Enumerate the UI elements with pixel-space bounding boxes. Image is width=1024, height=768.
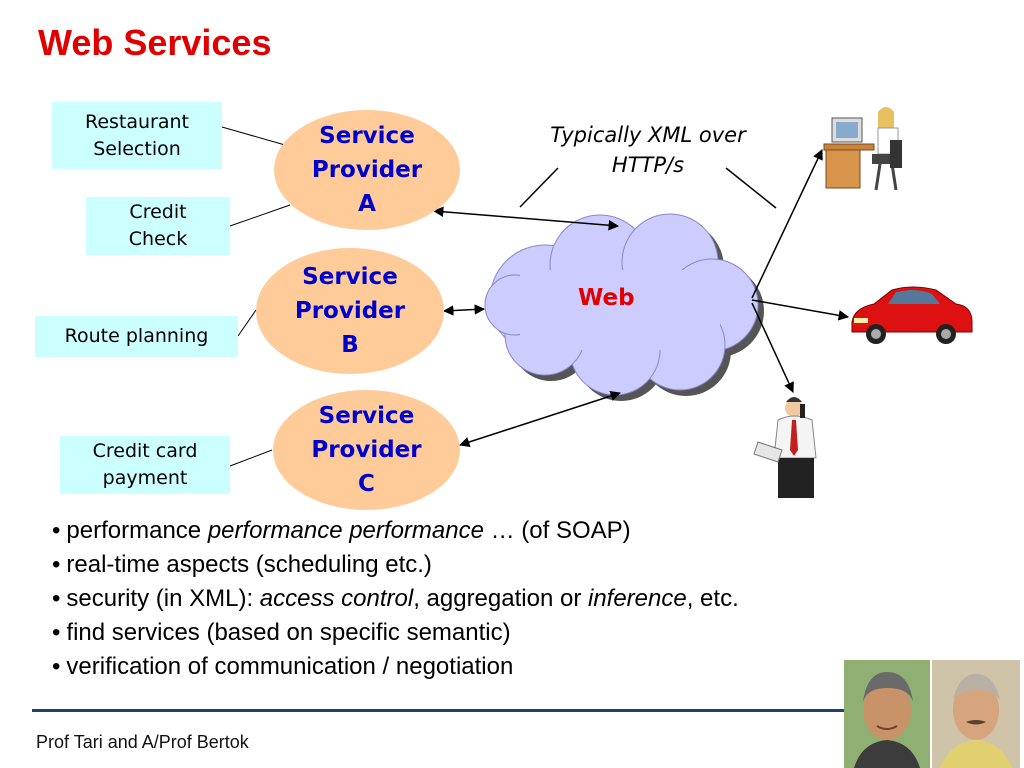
web-label: Web <box>578 285 635 311</box>
bullet-real-time: real-time aspects (scheduling etc.) <box>52 548 739 582</box>
credit-check-box: Credit Check <box>86 197 230 255</box>
route-planning-box: Route planning <box>35 316 238 357</box>
professor-photo-1 <box>844 660 930 768</box>
bullet-list: performance performance performance … (o… <box>52 514 739 684</box>
bullet-security: security (in XML): access control, aggre… <box>52 582 738 616</box>
xml-note-line-left <box>519 167 559 208</box>
arrow-web-phone <box>751 302 794 393</box>
footer-authors: Prof Tari and A/Prof Bertok <box>36 732 249 752</box>
connector-restaurant <box>221 126 286 146</box>
service-provider-a: Service Provider A <box>274 110 460 230</box>
connector-credit-check <box>229 204 291 227</box>
bullet-performance: performance performance performance … (o… <box>52 514 739 548</box>
footer-divider <box>32 709 844 712</box>
bullet-find-services: find services (based on specific semanti… <box>52 616 739 650</box>
arrow-provider-a-web <box>432 206 620 231</box>
man-on-phone-icon <box>753 397 817 498</box>
bullet-verification: verification of communication / negotiat… <box>52 650 739 684</box>
restaurant-selection-box: Restaurant Selection <box>52 102 222 169</box>
arrow-provider-b-web <box>442 304 486 316</box>
connector-route <box>237 309 257 337</box>
xml-http-note: Typically XML over HTTP/s <box>550 123 746 177</box>
service-provider-c: Service Provider C <box>273 390 460 510</box>
arrow-provider-c-web <box>459 390 621 448</box>
connector-credit-card <box>229 449 273 467</box>
credit-card-payment-box: Credit card payment <box>60 436 230 494</box>
service-provider-b: Service Provider B <box>256 248 444 374</box>
arrow-web-office <box>751 149 823 299</box>
arrow-web-car <box>751 299 850 321</box>
slide-title: Web Services <box>38 22 272 63</box>
xml-note-line-right <box>725 167 777 209</box>
author-photos <box>844 660 1020 768</box>
red-car-icon <box>851 286 973 344</box>
professor-photo-2 <box>932 660 1020 768</box>
office-worker-icon <box>823 107 902 191</box>
